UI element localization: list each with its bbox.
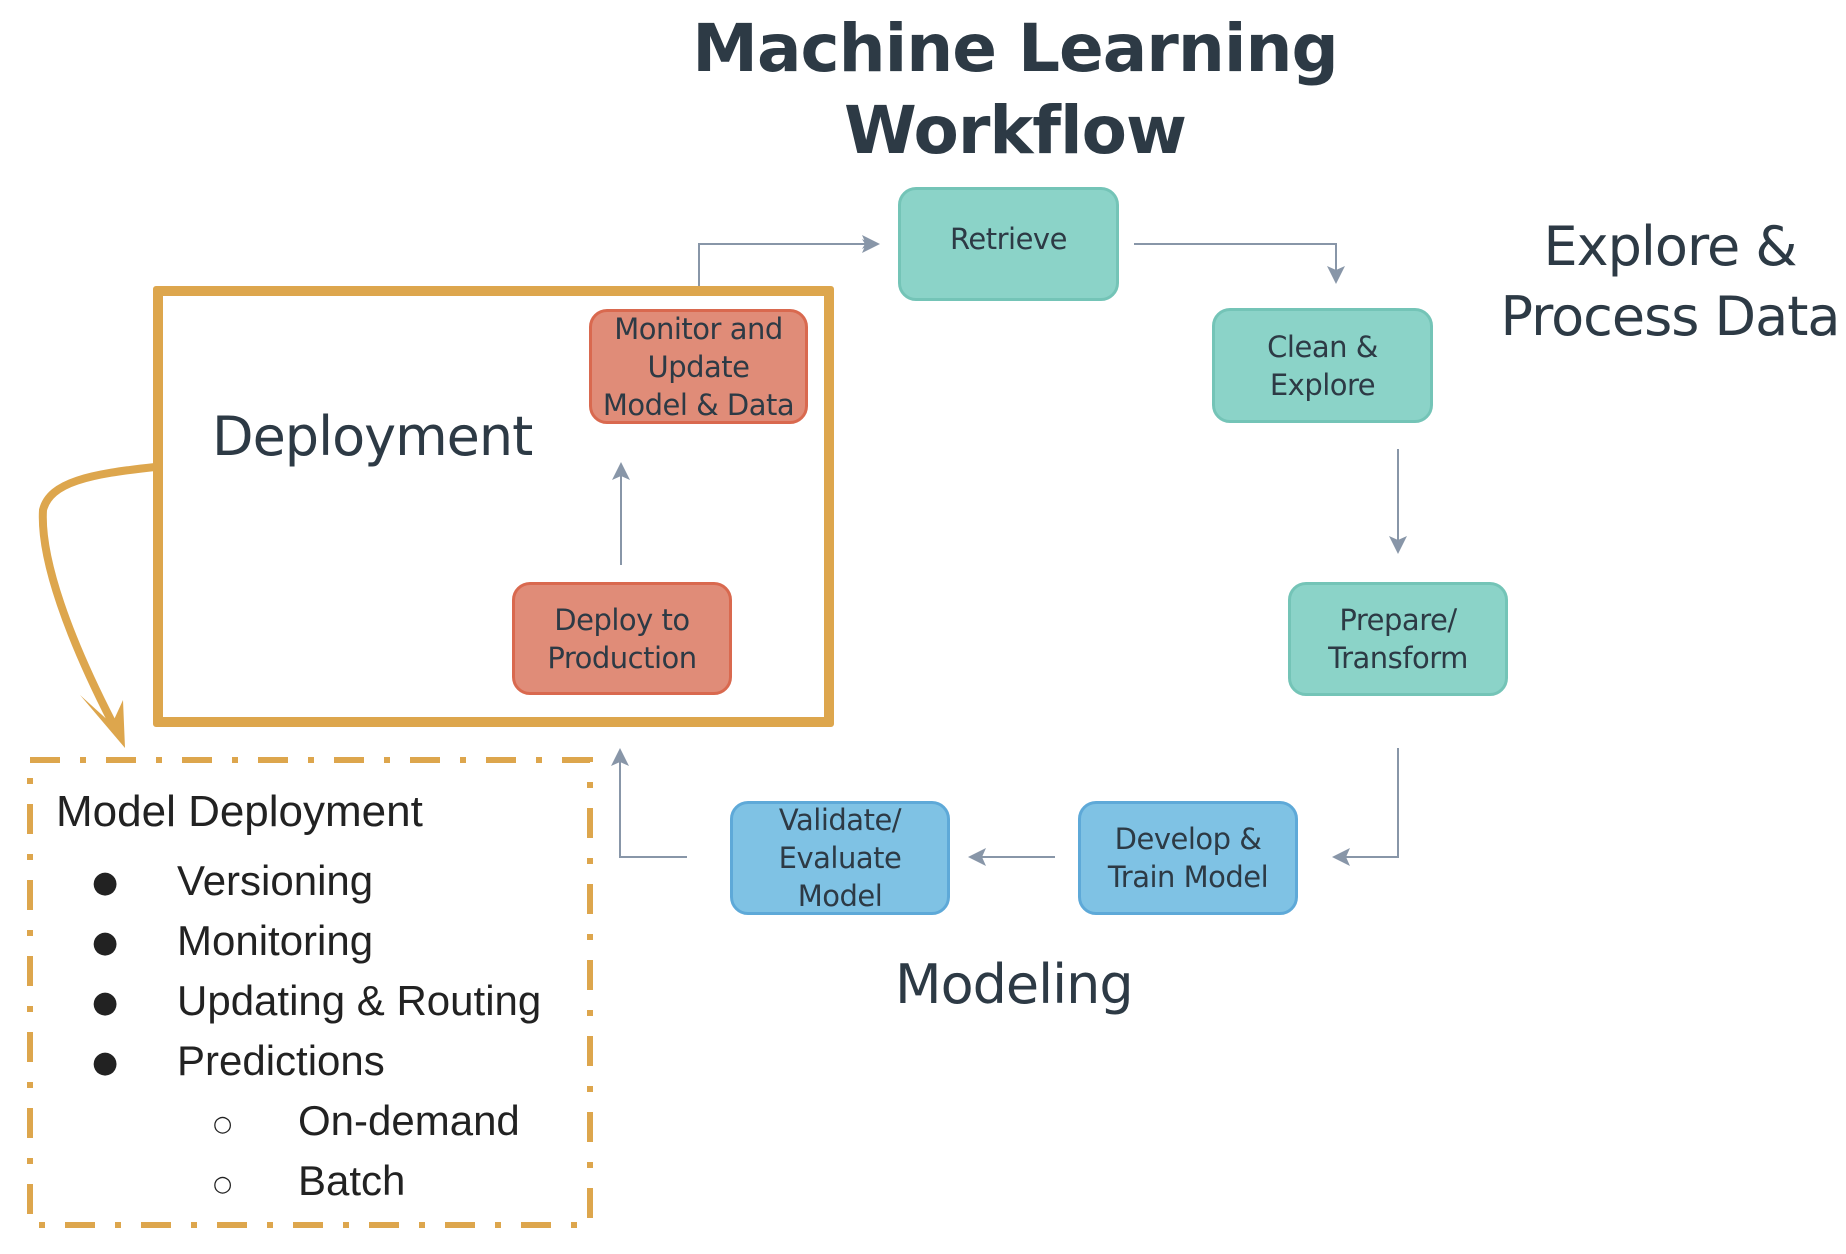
bullet-icon: ● xyxy=(92,865,119,900)
node-develop-train-model: Develop & Train Model xyxy=(1078,801,1298,915)
arrowhead-icon xyxy=(612,462,630,480)
model-deployment-box-border xyxy=(27,757,593,1228)
arrow-monitor-to-retrieve xyxy=(698,239,872,286)
sub-bullet-icon: ○ xyxy=(213,1112,233,1137)
section-label-deployment: Deployment xyxy=(212,405,533,468)
sub-bullet-icon: ○ xyxy=(213,1172,233,1197)
list-item-versioning: Versioning xyxy=(177,857,374,904)
arrow-validate-to-deploy xyxy=(619,756,687,858)
sub-list-item-batch: Batch xyxy=(298,1157,406,1204)
arrowhead-icon xyxy=(1327,266,1345,284)
list-item-monitoring: Monitoring xyxy=(177,917,374,964)
bullet-icon: ● xyxy=(92,925,119,960)
arrowhead-icon xyxy=(1332,848,1350,866)
arrowhead-icon xyxy=(862,235,880,253)
node-monitor-update: Monitor and Update Model & Data xyxy=(589,309,808,424)
callout-arrowhead-icon xyxy=(80,695,125,748)
node-prepare-transform: Prepare/ Transform xyxy=(1288,582,1508,696)
title-line-2: Workflow xyxy=(844,92,1187,169)
bullet-icon: ● xyxy=(92,1045,119,1080)
section-label-explore-line-2: Process Data xyxy=(1500,285,1841,348)
arrow-retrieve-to-clean xyxy=(1134,243,1337,276)
model-deployment-heading: Model Deployment xyxy=(56,787,423,836)
deployment-highlight-frame xyxy=(153,286,834,727)
diagram-title: Machine Learning Workflow xyxy=(600,8,1430,172)
arrow-prepare-to-develop xyxy=(1340,748,1399,858)
section-label-explore: Explore & Process Data xyxy=(1495,212,1845,352)
arrowhead-icon xyxy=(1389,536,1407,554)
list-item-predictions: Predictions xyxy=(177,1037,385,1084)
arrowhead-icon xyxy=(968,848,986,866)
node-retrieve: Retrieve xyxy=(898,187,1119,301)
node-clean-explore: Clean & Explore xyxy=(1212,308,1433,423)
callout-curved-arrow xyxy=(38,463,159,726)
node-deploy-to-production: Deploy to Production xyxy=(512,582,732,695)
sub-list-item-on-demand: On-demand xyxy=(298,1097,520,1144)
list-item-updating-routing: Updating & Routing xyxy=(177,977,542,1024)
section-label-modeling: Modeling xyxy=(895,953,1134,1016)
title-line-1: Machine Learning xyxy=(692,10,1338,87)
node-validate-evaluate-model: Validate/ Evaluate Model xyxy=(730,801,950,915)
section-label-explore-line-1: Explore & xyxy=(1543,215,1798,278)
arrowhead-icon xyxy=(611,748,629,766)
bullet-icon: ● xyxy=(92,985,119,1020)
